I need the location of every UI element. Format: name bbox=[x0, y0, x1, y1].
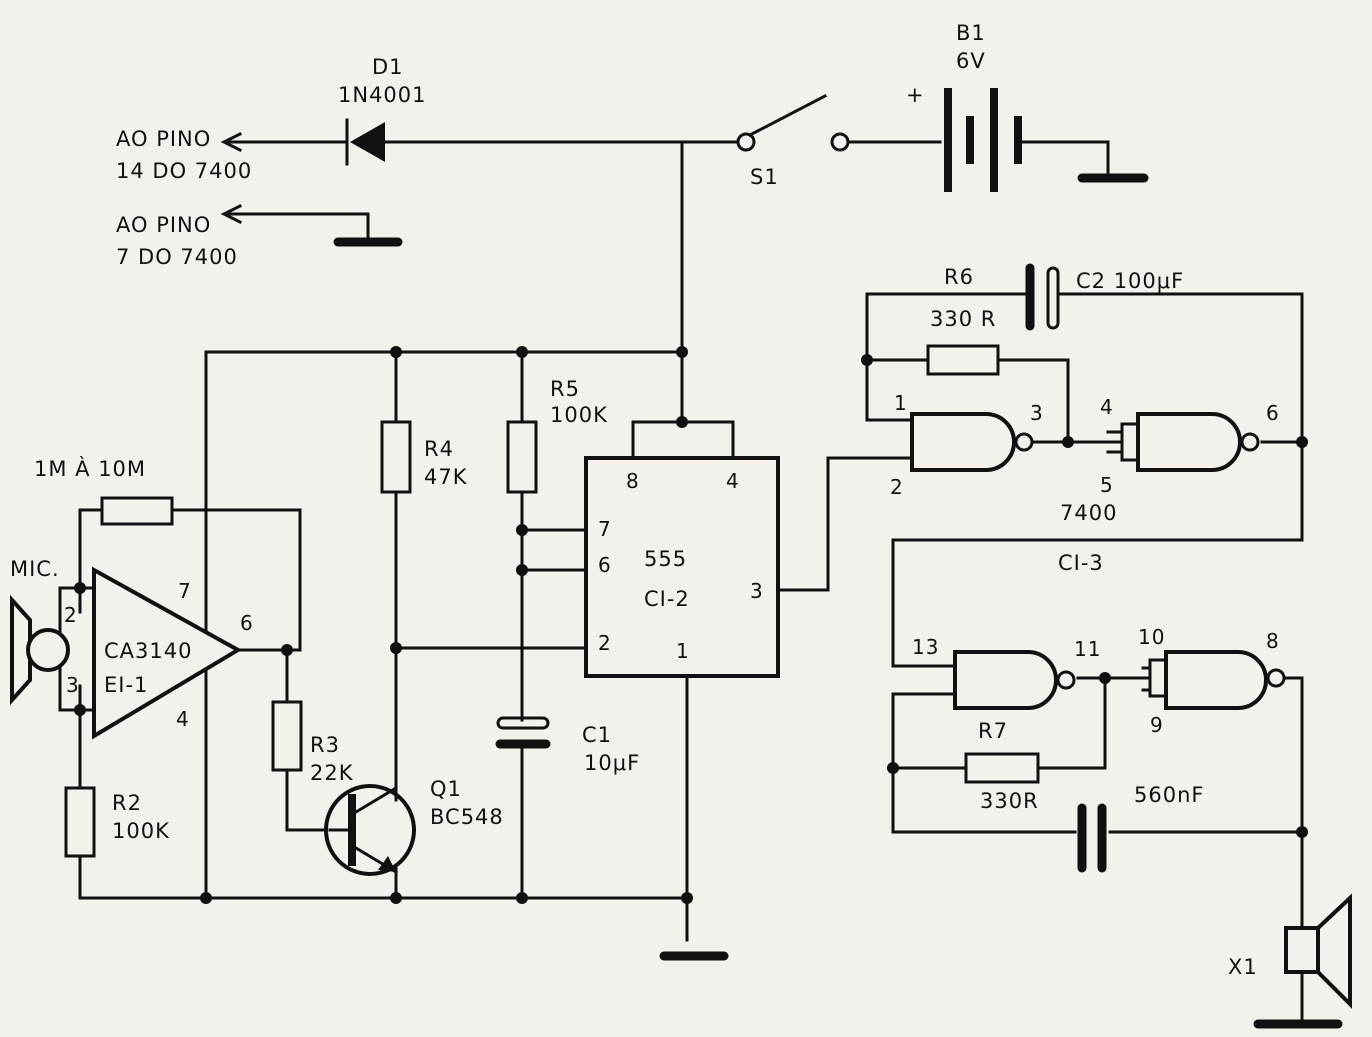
opamp-pin-2: 2 bbox=[64, 603, 78, 627]
nand-gate-1 bbox=[910, 412, 1034, 472]
resistor-r3 bbox=[271, 700, 303, 772]
opamp-ref-label: EI-1 bbox=[104, 673, 148, 697]
r2-value-label: 100K bbox=[112, 819, 170, 843]
timer-pin-7: 7 bbox=[598, 517, 612, 541]
r3-value-label: 22K bbox=[310, 761, 354, 785]
gate-pin-2: 2 bbox=[890, 475, 904, 499]
switch-s1 bbox=[736, 93, 850, 152]
arrow-left-icon bbox=[220, 131, 243, 153]
arrow-left-icon bbox=[220, 203, 243, 225]
battery-b1 bbox=[944, 88, 1022, 192]
s1-label: S1 bbox=[750, 165, 779, 189]
r5-value-label: 100K bbox=[550, 403, 608, 427]
gate-pin-8: 8 bbox=[1266, 629, 1280, 653]
c3-value-label: 560nF bbox=[1134, 783, 1204, 807]
r4-name-label: R4 bbox=[424, 437, 454, 461]
opamp-pin-3: 3 bbox=[66, 673, 80, 697]
opamp-name-label: CA3140 bbox=[104, 639, 192, 663]
d1-part-label: 1N4001 bbox=[338, 83, 427, 107]
arrow-icons bbox=[220, 131, 243, 225]
timer-pin-4: 4 bbox=[726, 469, 740, 493]
resistor-r6 bbox=[926, 344, 1000, 376]
gate-pin-13: 13 bbox=[912, 635, 939, 659]
ao-pino-14-label-b: 14 DO 7400 bbox=[116, 159, 252, 183]
nand-gate-4 bbox=[1148, 650, 1286, 710]
speaker-icon bbox=[1284, 893, 1352, 1009]
opamp-pin-4: 4 bbox=[176, 707, 190, 731]
ao-pino-7-label-b: 7 DO 7400 bbox=[116, 245, 238, 269]
timer-pin-8: 8 bbox=[626, 469, 640, 493]
r7-value-label: 330R bbox=[980, 789, 1039, 813]
ao-pino-7-label: AO PINO bbox=[116, 213, 211, 237]
resistor-r4 bbox=[380, 420, 412, 494]
b1-name-label: B1 bbox=[956, 21, 986, 45]
mic-label: MIC. bbox=[10, 557, 60, 581]
timer-pin-2: 2 bbox=[598, 631, 612, 655]
c1-value-label: 10μF bbox=[584, 751, 640, 775]
resistor-feedback bbox=[100, 496, 174, 526]
r4-value-label: 47K bbox=[424, 465, 468, 489]
gate-pin-4: 4 bbox=[1100, 395, 1114, 419]
timer-pin-6: 6 bbox=[598, 553, 612, 577]
capacitor-c2 bbox=[1025, 263, 1060, 331]
nand-gate-2 bbox=[1120, 412, 1260, 472]
timer-pin-3: 3 bbox=[750, 579, 764, 603]
c2-label: C2 100μF bbox=[1076, 269, 1184, 293]
opamp-pin-7: 7 bbox=[178, 579, 192, 603]
resistor-r5 bbox=[506, 420, 538, 494]
q1-part-label: BC548 bbox=[430, 805, 504, 829]
resistor-r7 bbox=[964, 752, 1040, 784]
r7-name-label: R7 bbox=[978, 719, 1008, 743]
labels: D1 1N4001 B1 6V + S1 AO PINO 14 DO 7400 … bbox=[10, 21, 1258, 979]
gate-pin-9: 9 bbox=[1150, 713, 1164, 737]
opamp-pin-6: 6 bbox=[240, 611, 254, 635]
transistor-q1 bbox=[324, 784, 416, 876]
resistors bbox=[64, 344, 1040, 858]
ic555-ref-label: CI-2 bbox=[644, 587, 690, 611]
capacitor-c1 bbox=[495, 716, 551, 749]
r3-name-label: R3 bbox=[310, 733, 340, 757]
r5-name-label: R5 bbox=[550, 377, 580, 401]
b1-value-label: 6V bbox=[956, 49, 986, 73]
nand-gates bbox=[910, 412, 1286, 710]
gate-pin-3: 3 bbox=[1030, 401, 1044, 425]
opamp-ca3140 bbox=[92, 566, 243, 740]
q1-name-label: Q1 bbox=[430, 777, 462, 801]
timer-pin-1: 1 bbox=[676, 639, 690, 663]
junction-dots bbox=[74, 346, 1308, 904]
microphone-icon bbox=[10, 586, 70, 712]
gate-pin-11: 11 bbox=[1074, 637, 1101, 661]
diode-d1 bbox=[345, 118, 385, 166]
c1-name-label: C1 bbox=[582, 723, 612, 747]
gate-pin-10: 10 bbox=[1138, 625, 1165, 649]
ao-pino-14-label: AO PINO bbox=[116, 127, 211, 151]
r2-name-label: R2 bbox=[112, 791, 142, 815]
ic7400-label: 7400 bbox=[1060, 501, 1117, 525]
r6-value-label: 330 R bbox=[930, 307, 996, 331]
gate-pin-1: 1 bbox=[894, 391, 908, 415]
pin-numbers: 2 3 7 6 4 8 4 7 6 2 3 1 1 2 3 4 5 6 13 1… bbox=[64, 391, 1280, 737]
d1-name-label: D1 bbox=[372, 55, 404, 79]
gate-pin-5: 5 bbox=[1100, 473, 1114, 497]
x1-label: X1 bbox=[1228, 955, 1258, 979]
gate-pin-6: 6 bbox=[1266, 401, 1280, 425]
ic-555 bbox=[584, 456, 780, 678]
feedback-resistor-label: 1M À 10M bbox=[34, 456, 146, 481]
ic555-name-label: 555 bbox=[644, 547, 687, 571]
ground-symbols bbox=[333, 173, 1343, 1029]
capacitors bbox=[495, 263, 1107, 873]
ci3-label: CI-3 bbox=[1058, 551, 1104, 575]
resistor-r2 bbox=[64, 786, 96, 858]
b1-plus-label: + bbox=[906, 83, 925, 107]
r6-name-label: R6 bbox=[944, 265, 974, 289]
capacitor-c3 bbox=[1077, 803, 1107, 873]
nand-gate-3 bbox=[953, 650, 1076, 710]
